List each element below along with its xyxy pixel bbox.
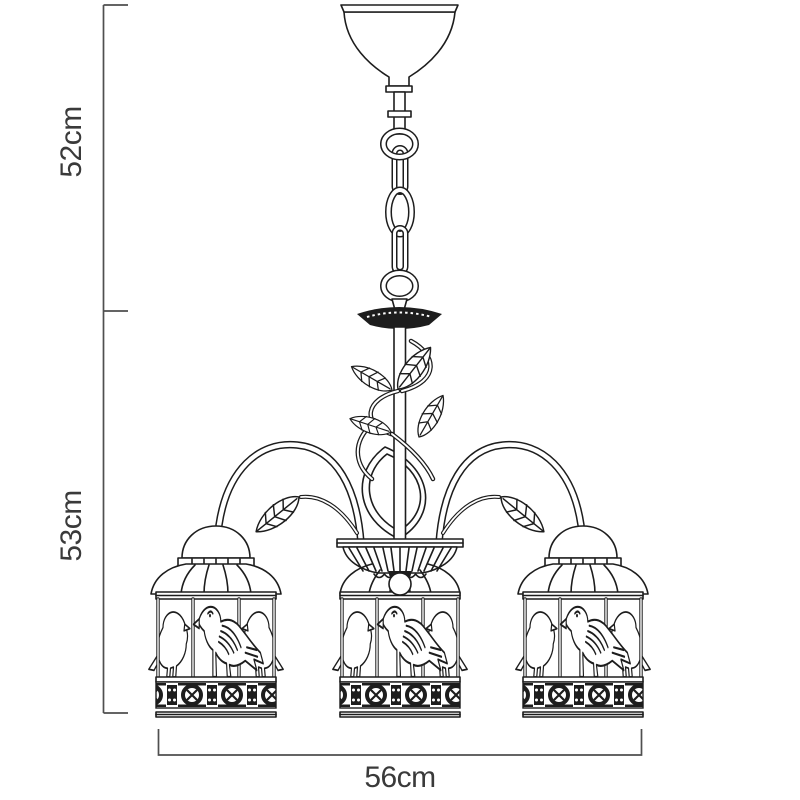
left-shade [149,526,284,717]
vine-with-leaves [346,338,452,482]
left-arm [215,440,365,547]
right-arm [435,440,585,547]
vine-leaf [410,390,452,443]
dimension-label-lower-height: 53cm [55,490,88,561]
center-shade [333,564,468,717]
dimension-label-upper-height: 52cm [55,106,88,177]
dimension-label-width: 56cm [364,761,435,794]
right-shade [516,526,651,717]
ceiling-canopy [340,4,459,135]
arm-leaf [493,488,552,541]
dimension-annotations: 52cm 53cm 56cm [55,4,643,794]
light-bulb [388,572,412,596]
width-dimension-line [157,729,643,756]
height-dimension-line [102,4,128,714]
hanging-chain [380,127,419,311]
arm-leaf [248,488,307,541]
center-column [357,307,442,544]
